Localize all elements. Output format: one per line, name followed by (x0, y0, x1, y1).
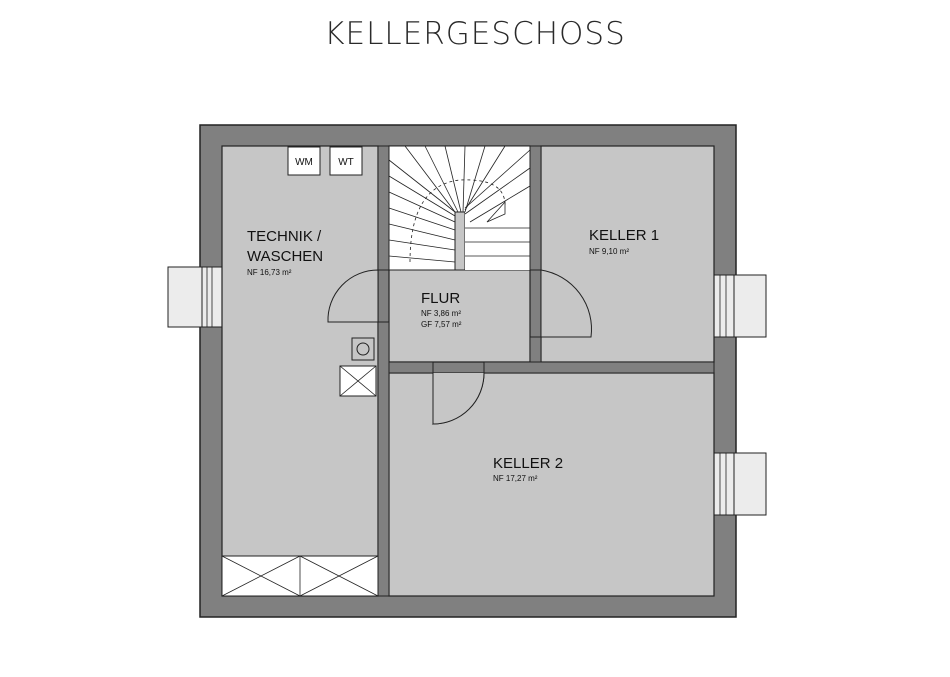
door-swing-keller1 (540, 269, 592, 338)
door-swing-keller2 (431, 372, 486, 425)
room-area-keller2: NF 17,27 m² (493, 474, 538, 483)
dryer: WT (329, 146, 363, 176)
stair-arrow (486, 200, 506, 223)
washing-machine-label: WM (295, 157, 313, 168)
room-name-keller2: KELLER 2 (493, 455, 563, 472)
room-name-keller1: KELLER 1 (589, 227, 659, 244)
washing-machine: WM (287, 146, 321, 176)
window-keller2 (713, 452, 767, 516)
room-area-flur-nf: NF 3,86 m² (421, 309, 461, 318)
stair-core (454, 211, 466, 271)
window-keller1 (713, 274, 767, 338)
room-area-technik: NF 16,73 m² (247, 268, 292, 277)
room-area-flur-gf: GF 7,57 m² (421, 320, 462, 329)
storage-tank (339, 365, 377, 397)
room-name-technik: TECHNIK / (247, 228, 322, 245)
stair-walkline (409, 179, 506, 263)
window-technik (167, 266, 223, 328)
stair-steps (388, 145, 531, 263)
room-area-keller1: NF 9,10 m² (589, 247, 629, 256)
plan-title: KELLERGESCHOSS (324, 16, 626, 52)
door-swing-technik (327, 269, 379, 323)
dryer-label: WT (338, 157, 354, 168)
room-name-flur: FLUR (421, 290, 460, 307)
heating-unit (351, 337, 375, 361)
room-name-waschen: WASCHEN (247, 248, 323, 265)
floor-shelf (221, 555, 379, 597)
